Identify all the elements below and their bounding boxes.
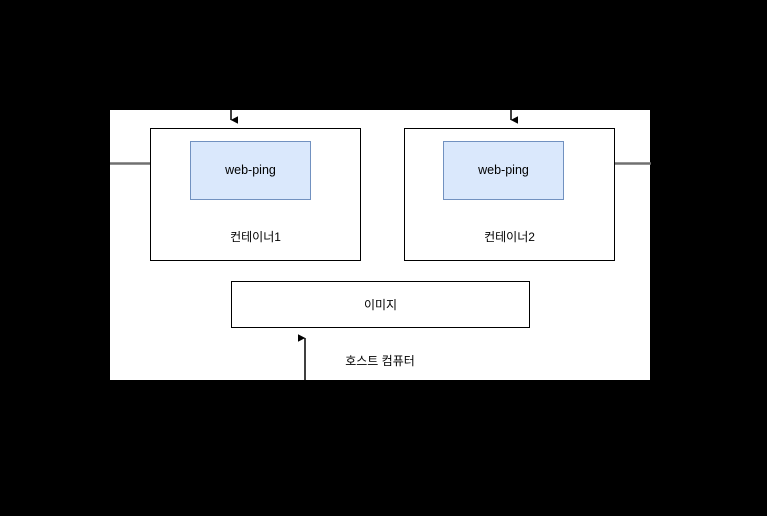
webping-label-2: web-ping <box>478 163 529 178</box>
container-caption-1: 컨테이너1 <box>230 230 281 244</box>
image-box[interactable]: 이미지 <box>231 281 530 328</box>
host-computer-caption: 호스트 컴퓨터 <box>345 354 415 368</box>
webping-app-box-1[interactable]: web-ping <box>190 141 311 200</box>
webping-label-1: web-ping <box>225 163 276 178</box>
webping-app-box-2[interactable]: web-ping <box>443 141 564 200</box>
image-box-label: 이미지 <box>363 298 398 312</box>
container-caption-2: 컨테이너2 <box>484 230 535 244</box>
